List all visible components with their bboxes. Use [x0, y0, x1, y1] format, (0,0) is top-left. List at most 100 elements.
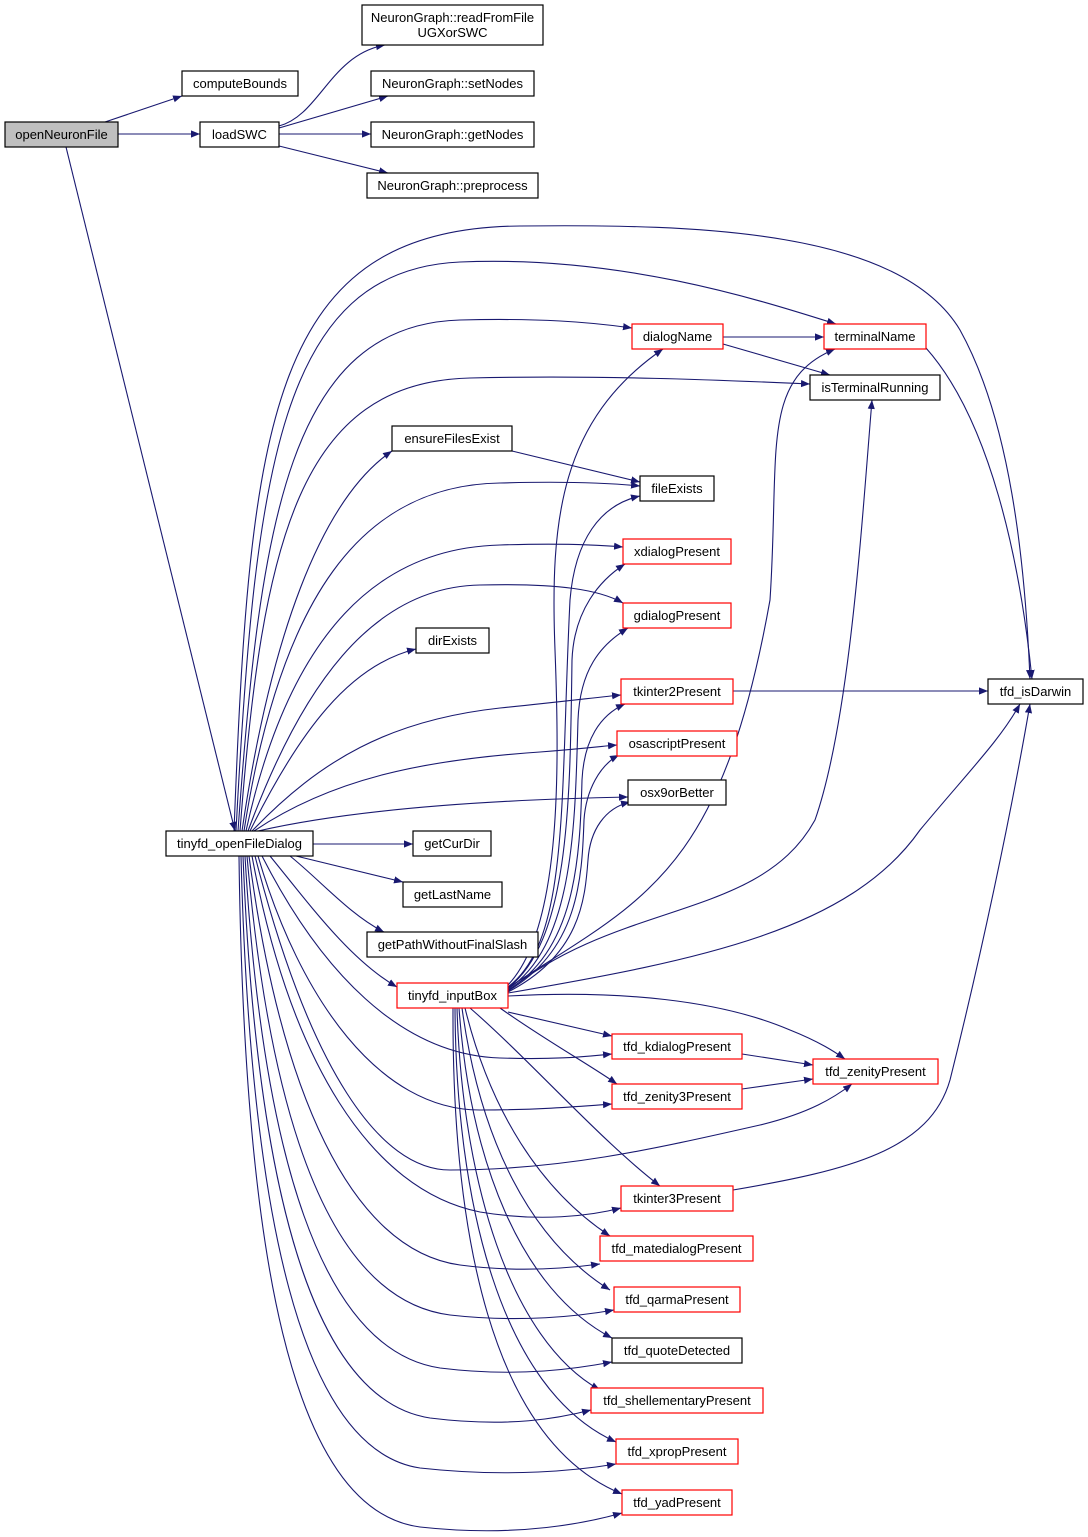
node-setNodes[interactable]: NeuronGraph::setNodes [370, 70, 535, 97]
node-label: NeuronGraph::getNodes [382, 127, 524, 142]
edge-tfd_zenity3Present-to-tfd_zenityPresent [741, 1076, 814, 1090]
node-label: tfd_xpropPresent [627, 1444, 726, 1459]
node-label: tfd_kdialogPresent [623, 1039, 731, 1054]
node-getPathWithoutFinalSlash[interactable]: getPathWithoutFinalSlash [366, 931, 539, 958]
node-tfd_quoteDetected[interactable]: tfd_quoteDetected [611, 1337, 743, 1364]
node-label: NeuronGraph::setNodes [382, 76, 523, 91]
node-tinyfd_openFileDialog[interactable]: tinyfd_openFileDialog [165, 830, 314, 857]
node-tfd_yadPresent[interactable]: tfd_yadPresent [621, 1489, 733, 1516]
node-tfd_isDarwin[interactable]: tfd_isDarwin [987, 678, 1084, 705]
edge-dialogName-to-isTerminalRunning [722, 343, 831, 376]
edge-tinyfd_inputBox-to-tfd_zenityPresent [507, 993, 846, 1060]
node-ensureFilesExist[interactable]: ensureFilesExist [391, 425, 513, 452]
edge-tinyfd_openFileDialog-to-tkinter3Present [251, 855, 622, 1218]
edge-tinyfd_inputBox-to-tkinter2Present [507, 703, 626, 991]
node-label: tfd_yadPresent [633, 1495, 721, 1510]
node-getNodes[interactable]: NeuronGraph::getNodes [370, 121, 535, 148]
edge-tinyfd_inputBox-to-dialogName [507, 348, 664, 986]
node-dirExists[interactable]: dirExists [415, 627, 490, 654]
edge-tinyfd_inputBox-to-tfd_isDarwin [507, 703, 1021, 994]
edge-tinyfd_openFileDialog-to-tfd_yadPresent [238, 855, 623, 1532]
node-label: dialogName [643, 329, 712, 344]
node-box [181, 70, 299, 97]
edge-tinyfd_inputBox-to-fileExists [507, 494, 641, 988]
edge-tinyfd_inputBox-to-osx9orBetter [507, 800, 631, 993]
edge-tinyfd_openFileDialog-to-tinyfd_inputBox [269, 855, 398, 988]
node-box [590, 1387, 764, 1414]
node-label: UGXorSWC [417, 25, 487, 40]
node-osascriptPresent[interactable]: osascriptPresent [616, 730, 738, 757]
node-box [165, 830, 314, 857]
node-osx9orBetter[interactable]: osx9orBetter [627, 779, 727, 806]
node-label: osascriptPresent [629, 736, 726, 751]
node-tkinter2Present[interactable]: tkinter2Present [620, 678, 734, 705]
edge-tinyfd_openFileDialog-to-osascriptPresent [253, 742, 618, 832]
edge-tinyfd_inputBox-to-tfd_shellementaryPresent [456, 1007, 601, 1391]
node-label: tfd_isDarwin [1000, 684, 1072, 699]
node-fileExists[interactable]: fileExists [639, 475, 715, 502]
node-preprocess[interactable]: NeuronGraph::preprocess [366, 172, 539, 199]
node-openNeuronFile[interactable]: openNeuronFile [4, 121, 119, 148]
node-tfd_qarmaPresent[interactable]: tfd_qarmaPresent [613, 1286, 741, 1313]
node-box [621, 1489, 733, 1516]
edge-tinyfd_openFileDialog-to-dialogName [237, 318, 633, 832]
node-xdialogPresent[interactable]: xdialogPresent [622, 538, 732, 565]
edge-tinyfd_openFileDialog-to-getLastName [295, 855, 404, 884]
node-label: tfd_matedialogPresent [611, 1241, 741, 1256]
node-label: getCurDir [424, 836, 480, 851]
node-gdialogPresent[interactable]: gdialogPresent [622, 602, 732, 629]
node-tfd_zenityPresent[interactable]: tfd_zenityPresent [812, 1058, 939, 1085]
node-computeBounds[interactable]: computeBounds [181, 70, 299, 97]
node-box [412, 830, 492, 857]
node-label: tfd_qarmaPresent [625, 1292, 729, 1307]
edge-layer [65, 43, 1035, 1532]
edge-tinyfd_openFileDialog-to-osx9orBetter [257, 793, 629, 832]
node-box [366, 931, 539, 958]
edge-tinyfd_openFileDialog-to-xdialogPresent [245, 542, 624, 832]
node-label: tinyfd_inputBox [408, 988, 497, 1003]
node-box [616, 730, 738, 757]
node-box [987, 678, 1084, 705]
edge-tinyfd_inputBox-to-osascriptPresent [507, 754, 620, 992]
node-loadSWC[interactable]: loadSWC [199, 121, 280, 148]
edge-tkinter3Present-to-tfd_isDarwin [732, 703, 1033, 1191]
node-isTerminalRunning[interactable]: isTerminalRunning [809, 374, 941, 401]
node-getCurDir[interactable]: getCurDir [412, 830, 492, 857]
node-box [823, 323, 927, 350]
edge-tinyfd_inputBox-to-tkinter3Present [469, 1007, 661, 1187]
node-label: isTerminalRunning [822, 380, 929, 395]
node-label: osx9orBetter [640, 785, 714, 800]
node-tfd_matedialogPresent[interactable]: tfd_matedialogPresent [599, 1235, 754, 1262]
node-tkinter3Present[interactable]: tkinter3Present [620, 1185, 734, 1212]
node-box [611, 1083, 743, 1110]
node-label: getPathWithoutFinalSlash [378, 937, 528, 952]
node-terminalName[interactable]: terminalName [823, 323, 927, 350]
edge-tinyfd_openFileDialog-to-getPathWithoutFinalSlash [289, 855, 385, 933]
node-box [402, 881, 503, 908]
node-label: tkinter2Present [633, 684, 721, 699]
node-layer: openNeuronFile computeBounds loadSWC Neuron… [4, 4, 1084, 1516]
node-label: tkinter3Present [633, 1191, 721, 1206]
edge-tinyfd_openFileDialog-to-terminalName [235, 260, 837, 832]
node-box [361, 4, 544, 46]
node-tfd_zenity3Present[interactable]: tfd_zenity3Present [611, 1083, 743, 1110]
node-box [809, 374, 941, 401]
node-label: tfd_zenity3Present [623, 1089, 731, 1104]
edge-tinyfd_openFileDialog-to-tfd_kdialogPresent [261, 855, 613, 1060]
node-tfd_shellementaryPresent[interactable]: tfd_shellementaryPresent [590, 1387, 764, 1414]
node-tfd_xpropPresent[interactable]: tfd_xpropPresent [615, 1438, 739, 1465]
edge-terminalName-to-tfd_isDarwin [925, 347, 1035, 680]
node-getLastName[interactable]: getLastName [402, 881, 503, 908]
node-label: terminalName [835, 329, 916, 344]
edge-tinyfd_openFileDialog-to-tfd_quoteDetected [244, 855, 613, 1373]
edge-loadSWC-to-setNodes [278, 95, 389, 129]
node-label: ensureFilesExist [404, 431, 500, 446]
node-tinyfd_inputBox[interactable]: tinyfd_inputBox [396, 982, 509, 1009]
node-box [599, 1235, 754, 1262]
node-tfd_kdialogPresent[interactable]: tfd_kdialogPresent [611, 1033, 743, 1060]
node-dialogName[interactable]: dialogName [631, 323, 724, 350]
node-box [4, 121, 119, 148]
edge-tinyfd_openFileDialog-to-gdialogPresent [247, 584, 624, 832]
